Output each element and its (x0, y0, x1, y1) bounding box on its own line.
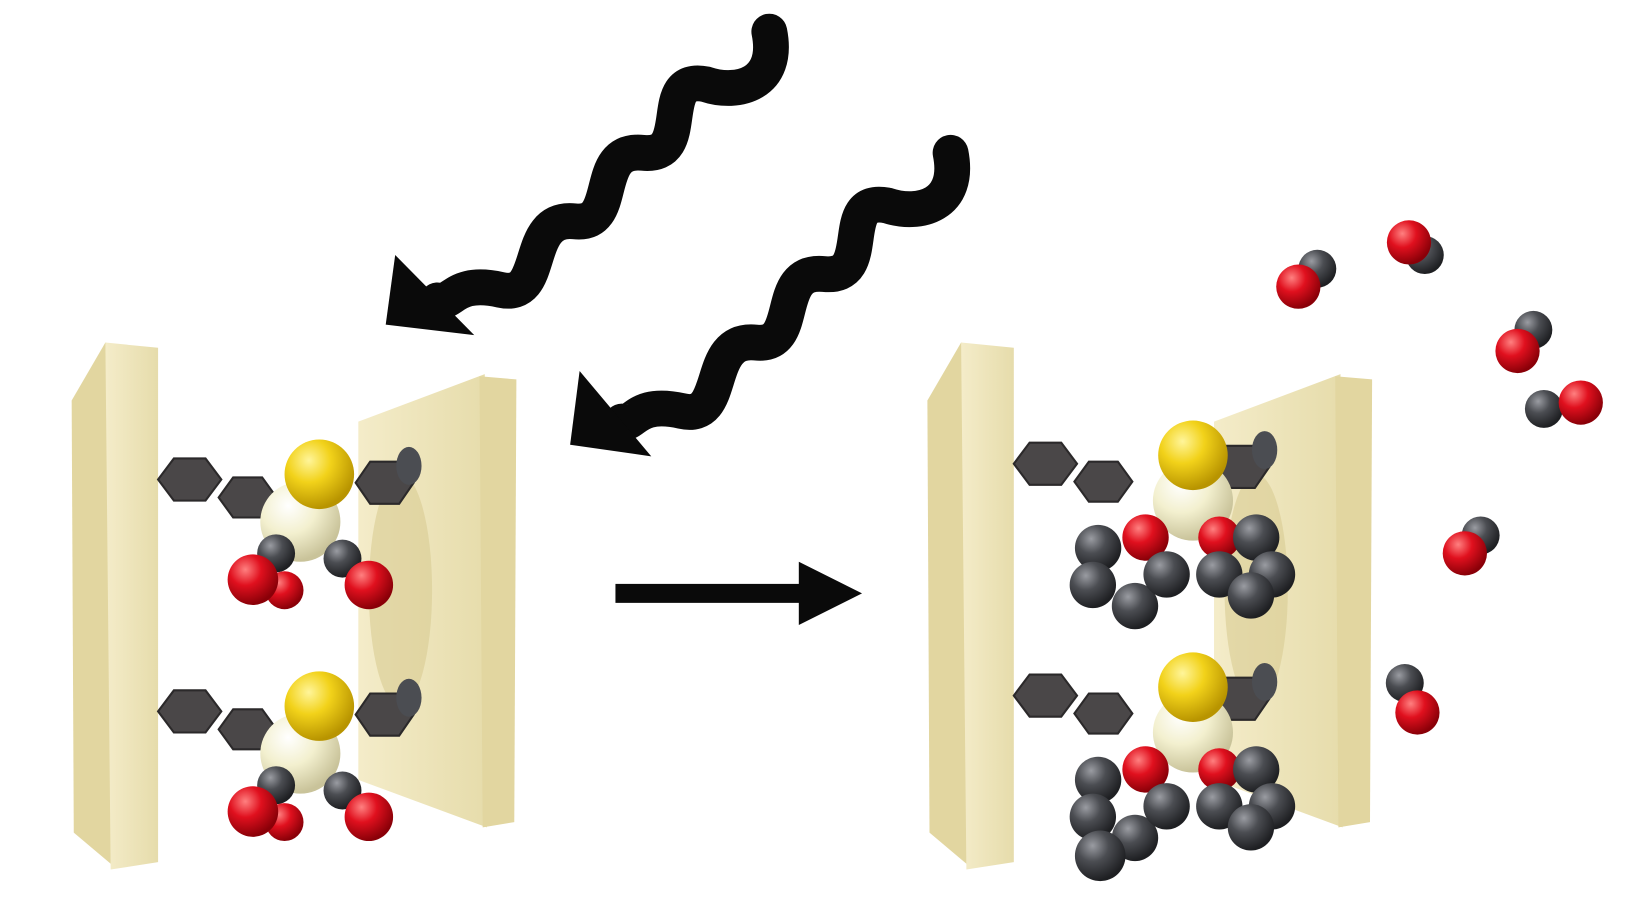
reaction-arrow (615, 561, 863, 625)
linker-end (1251, 662, 1278, 701)
arrowhead (570, 370, 652, 457)
linker-ring (1073, 460, 1134, 503)
wall-side (1335, 376, 1373, 828)
carbon-atom (1069, 793, 1117, 841)
co-molecule (1524, 380, 1603, 428)
sulfur-atom (1158, 420, 1228, 491)
co-molecule (1442, 516, 1500, 576)
carbon-atom (1143, 783, 1190, 830)
shadow (368, 474, 433, 707)
right-arrow-icon (615, 583, 806, 603)
arrowhead (798, 561, 863, 625)
carbon-atom (1143, 551, 1190, 598)
linker-end (396, 678, 422, 717)
pillar-side (927, 342, 970, 867)
framework-before (71, 342, 517, 870)
oxygen-atom (1558, 380, 1603, 425)
oxygen-atom (1395, 690, 1440, 735)
sulfur-atom (1158, 652, 1228, 722)
oxygen-atom (1122, 514, 1169, 561)
wavy-light-arrow-icon (603, 134, 971, 440)
pillar-front (105, 342, 159, 870)
oxygen-atom (344, 792, 394, 842)
linker-end (396, 446, 422, 485)
wavy-light-arrow-icon (419, 13, 789, 319)
carbon-atom (1524, 389, 1563, 428)
oxygen-atom (344, 560, 394, 610)
carbon-atom (1074, 524, 1122, 572)
oxygen-atom (227, 554, 279, 605)
pillar-front (961, 342, 1014, 870)
oxygen-atom (1386, 220, 1432, 265)
carbon-atom (1227, 804, 1275, 851)
co-molecule (1276, 249, 1337, 309)
oxygen-atom (1276, 264, 1321, 309)
arrowhead (385, 255, 475, 336)
oxygen-atom (1122, 746, 1169, 793)
light-arrow-1 (385, 13, 789, 336)
linker-ring (1012, 441, 1079, 486)
pillar-side (71, 342, 114, 867)
carbon-atom (1069, 561, 1117, 609)
carbon-atom (1227, 572, 1275, 619)
linker-ring (1012, 673, 1079, 718)
co-molecule (1386, 220, 1444, 275)
co-molecule (1385, 663, 1440, 735)
oxygen-atom (1198, 748, 1241, 791)
released-co-molecules (1276, 220, 1603, 735)
carbon-atom (1233, 514, 1280, 561)
oxygen-atom (1495, 328, 1540, 374)
oxygen-atom (227, 786, 279, 837)
sulfur-atom (284, 671, 355, 741)
linker-ring (1073, 692, 1134, 735)
carbon-atom (1074, 830, 1126, 882)
linker-ring (156, 689, 223, 734)
carbon-atom (1233, 746, 1280, 793)
light-arrow-2 (570, 134, 971, 457)
oxygen-atom (1198, 516, 1241, 559)
oxygen-atom (1442, 531, 1487, 576)
carbon-atom (1074, 756, 1122, 804)
co-molecule (1495, 310, 1553, 374)
wall-side (479, 376, 517, 828)
linker-end (1251, 431, 1278, 470)
framework-after (927, 342, 1373, 882)
sulfur-atom (284, 439, 355, 510)
linker-ring (156, 457, 223, 502)
carbon-atom (1111, 582, 1159, 630)
